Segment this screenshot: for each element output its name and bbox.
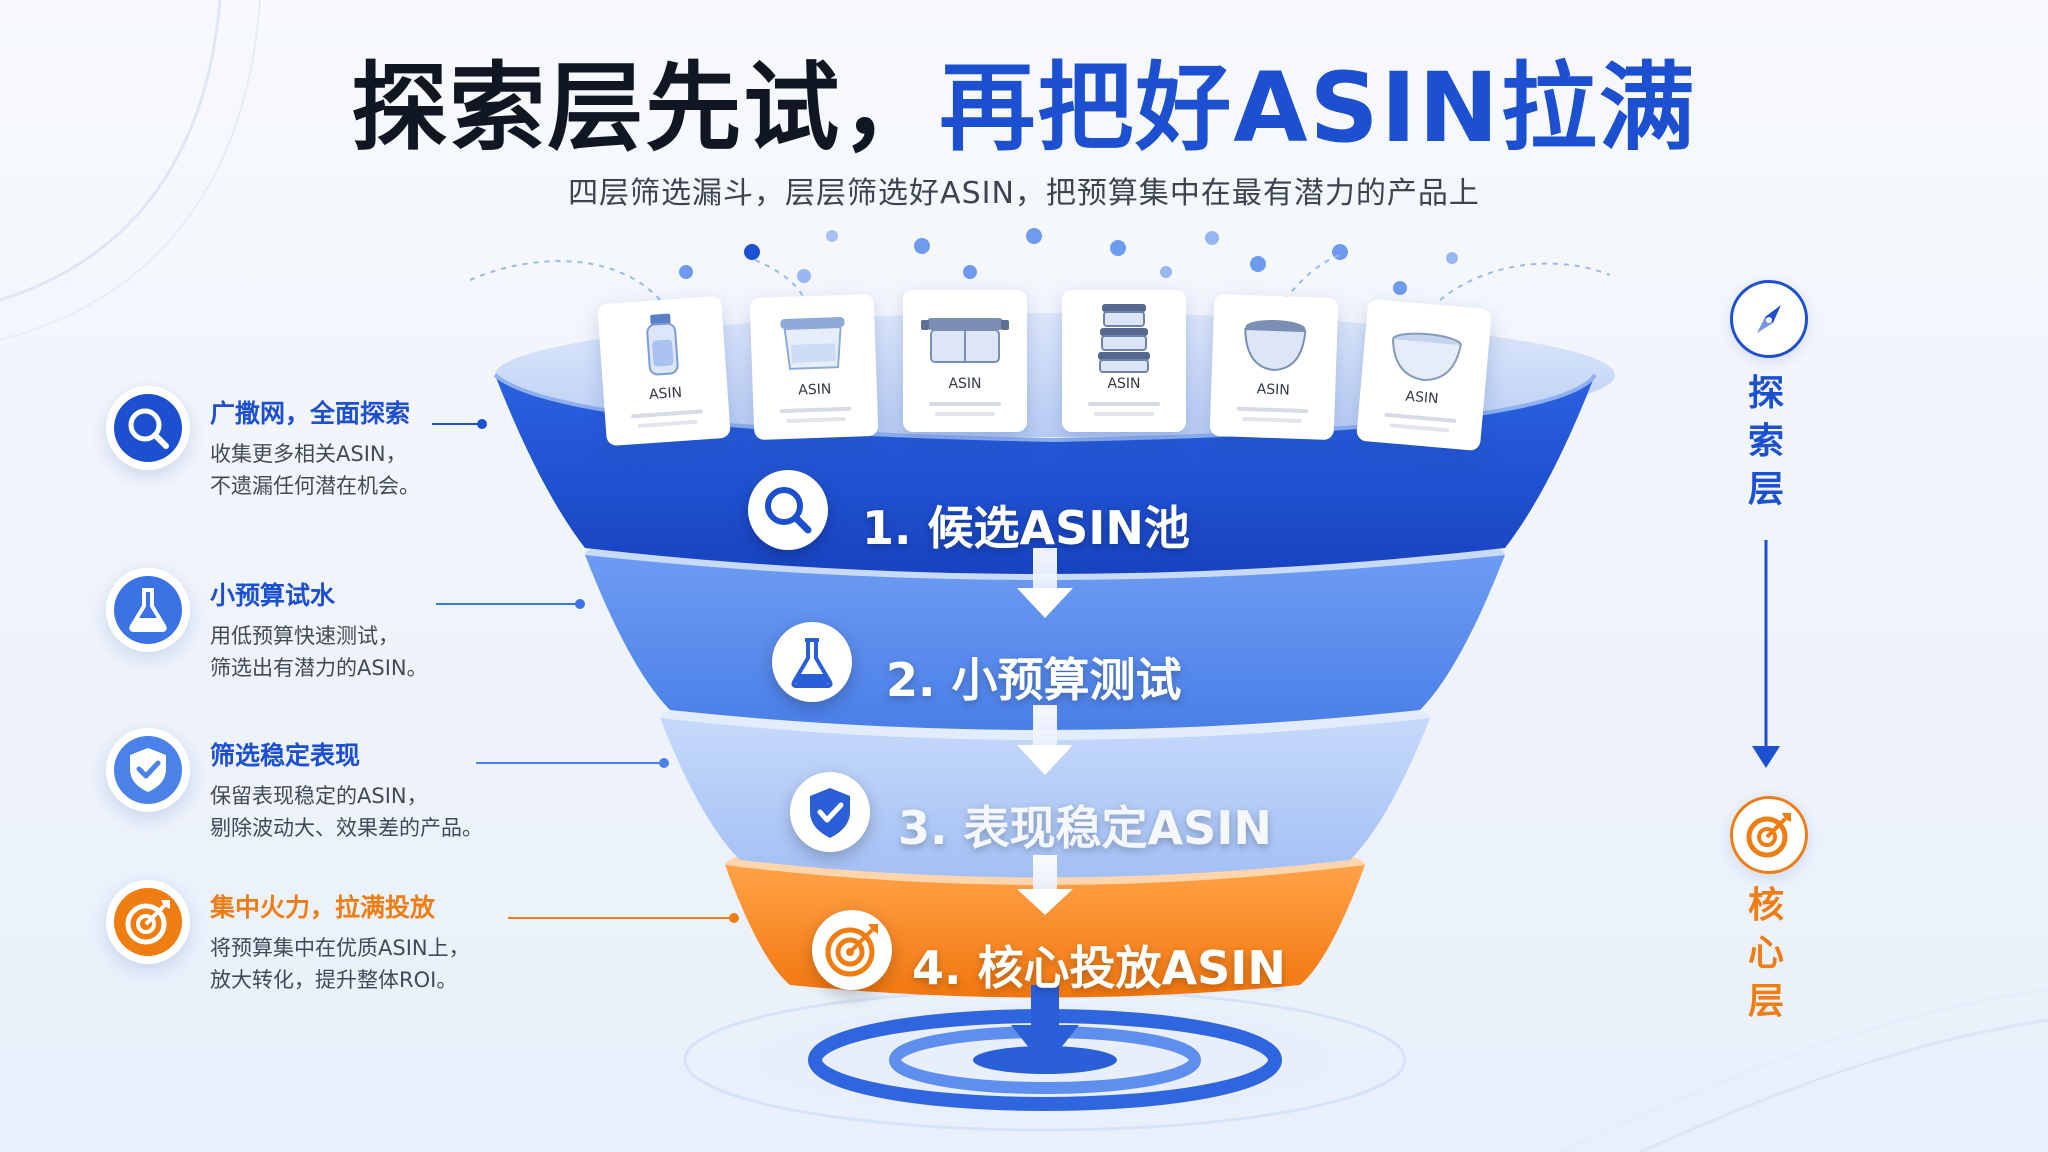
product-card: ASIN: [1356, 298, 1492, 452]
target-icon: [825, 924, 878, 977]
target-icon: [1746, 813, 1791, 858]
product-card: ASIN: [1062, 290, 1186, 432]
side-down-arrow: [1752, 540, 1780, 768]
product-card: ASIN: [903, 290, 1027, 432]
feature-title: 筛选稳定表现: [210, 741, 361, 770]
stage-1-label: 1. 候选ASIN池: [862, 501, 1190, 555]
target-icon: [125, 900, 170, 945]
feature-icon-badge: [106, 880, 190, 964]
title-part-dark: 探索层先试，: [351, 52, 940, 164]
feature-icon-badge: [106, 568, 190, 652]
feature-title: 小预算试水: [210, 581, 336, 610]
product-card: ASIN: [597, 295, 731, 447]
flow-arrow-1: [1017, 548, 1073, 618]
feature-description: 将预算集中在优质ASIN上， 放大转化，提升整体ROI。: [210, 936, 470, 992]
page-subtitle: 四层筛选漏斗，层层筛选好ASIN，把预算集中在最有潜力的产品上: [568, 176, 1480, 211]
feature-title: 集中火力，拉满投放: [210, 893, 436, 922]
flow-arrow-4: [1011, 985, 1079, 1068]
side-icon-top: [1730, 280, 1808, 358]
flask-icon: [791, 638, 833, 688]
product-card: ASIN: [749, 293, 879, 441]
round-container-icon: [1236, 319, 1309, 423]
stage-4-label: 4. 核心投放ASIN: [912, 941, 1286, 995]
stage-1-badge: [748, 470, 828, 550]
product-card: ASIN: [1209, 293, 1339, 441]
stage-2-label: 2. 小预算测试: [886, 653, 1182, 707]
stage-3-badge: [790, 772, 870, 852]
stage-3-label: 3. 表现稳定ASIN: [898, 801, 1272, 855]
side-label-top: 探索层: [1747, 373, 1784, 510]
stacked-containers-icon: [1088, 304, 1160, 416]
stage-4-badge: [812, 910, 892, 990]
container-icon: [779, 317, 852, 423]
card-label: ASIN: [1107, 376, 1141, 392]
compass-icon: [1757, 305, 1781, 333]
shield-check-icon: [810, 788, 850, 838]
stage-2-badge: [772, 622, 852, 702]
flask-icon: [129, 588, 167, 632]
search-icon: [765, 487, 812, 534]
side-label-bottom: 核心层: [1747, 885, 1784, 1022]
feature-icon-badge: [106, 728, 190, 812]
connector-line: [508, 913, 739, 923]
flow-arrow-3: [1017, 855, 1073, 915]
lunchbox-icon: [921, 318, 1009, 416]
title-part-blue: 再把好ASIN拉满: [939, 52, 1697, 164]
search-icon: [128, 408, 169, 449]
side-icon-bottom: [1730, 796, 1808, 874]
feature-description: 用低预算快速测试， 筛选出有潜力的ASIN。: [210, 624, 428, 680]
page-title: 探索层先试，再把好ASIN拉满: [0, 48, 2048, 168]
particle-decoration: [469, 228, 1611, 301]
bottle-icon: [631, 313, 703, 428]
feature-description: 收集更多相关ASIN， 不遗漏任何潜在机会。: [210, 442, 420, 498]
shield-check-icon: [130, 748, 166, 792]
feature-icon-badge: [106, 386, 190, 470]
flow-arrow-2: [1017, 705, 1073, 775]
connector-line: [432, 419, 487, 429]
connector-line: [476, 758, 669, 768]
bowl-icon: [1384, 332, 1462, 433]
connector-line: [436, 599, 585, 609]
card-label: ASIN: [948, 376, 982, 392]
feature-title: 广撒网，全面探索: [210, 399, 411, 428]
feature-description: 保留表现稳定的ASIN， 剔除波动大、效果差的产品。: [210, 784, 483, 840]
